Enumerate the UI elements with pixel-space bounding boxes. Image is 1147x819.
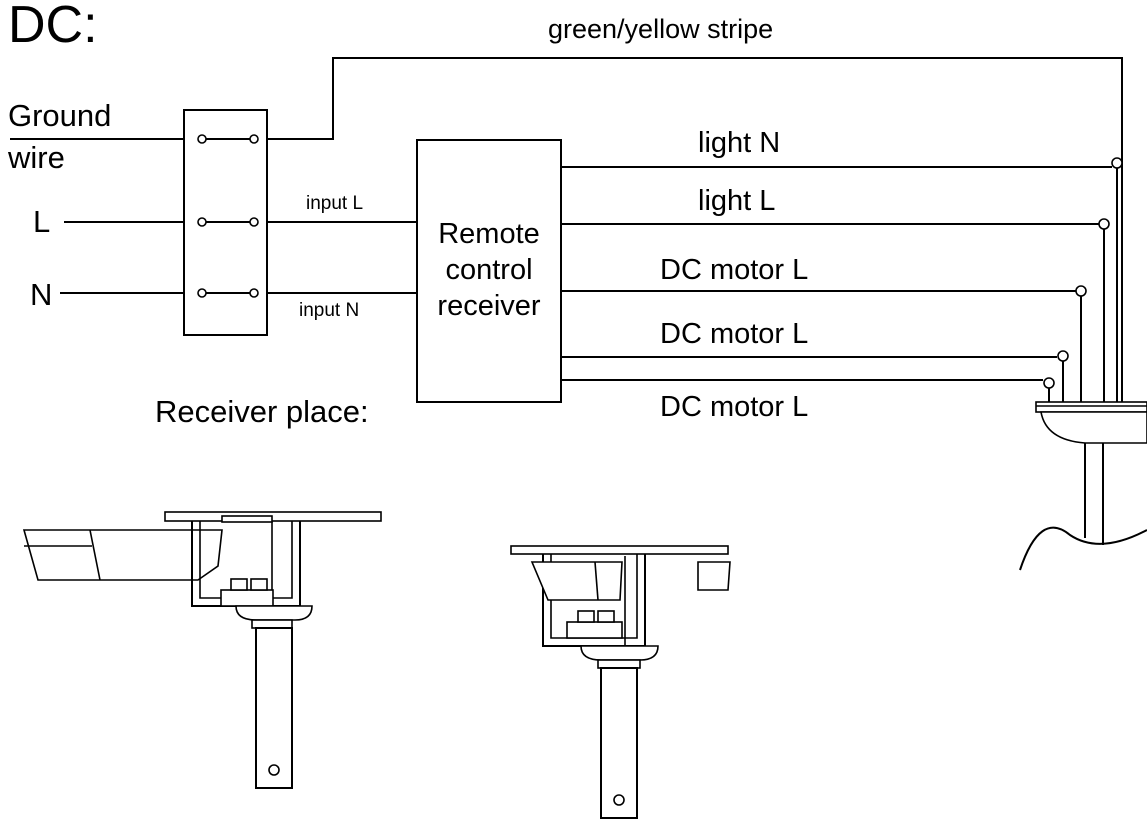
ground-wire-label-2: wire <box>7 140 65 175</box>
remote-control-receiver: Remote control receiver <box>416 139 562 403</box>
output-wires <box>561 157 1123 405</box>
input-l-label: input L <box>306 193 363 214</box>
input-n-label: input N <box>299 300 359 321</box>
light-n-label: light N <box>698 127 780 159</box>
dc-motor-label-3: DC motor L <box>660 391 808 423</box>
light-l-label: light L <box>698 185 775 217</box>
receiver-label-3: receiver <box>437 290 540 322</box>
receiver-label-2: control <box>445 254 532 286</box>
mount-illustration-side <box>22 511 382 789</box>
fan-motor-illustration <box>1019 401 1147 571</box>
live-label: L <box>33 204 50 239</box>
neutral-label: N <box>30 277 52 312</box>
mount-illustration-inside <box>510 545 731 819</box>
receiver-label-1: Remote <box>438 218 540 250</box>
ground-wire <box>267 57 1123 405</box>
receiver-place-label: Receiver place: <box>155 394 369 429</box>
terminal-block <box>10 109 268 336</box>
ground-wire-label-1: Ground <box>8 98 111 133</box>
ground-stripe-label: green/yellow stripe <box>548 14 773 44</box>
dc-motor-label-1: DC motor L <box>660 254 808 286</box>
dc-motor-label-2: DC motor L <box>660 318 808 350</box>
diagram-title: DC: <box>8 0 98 54</box>
